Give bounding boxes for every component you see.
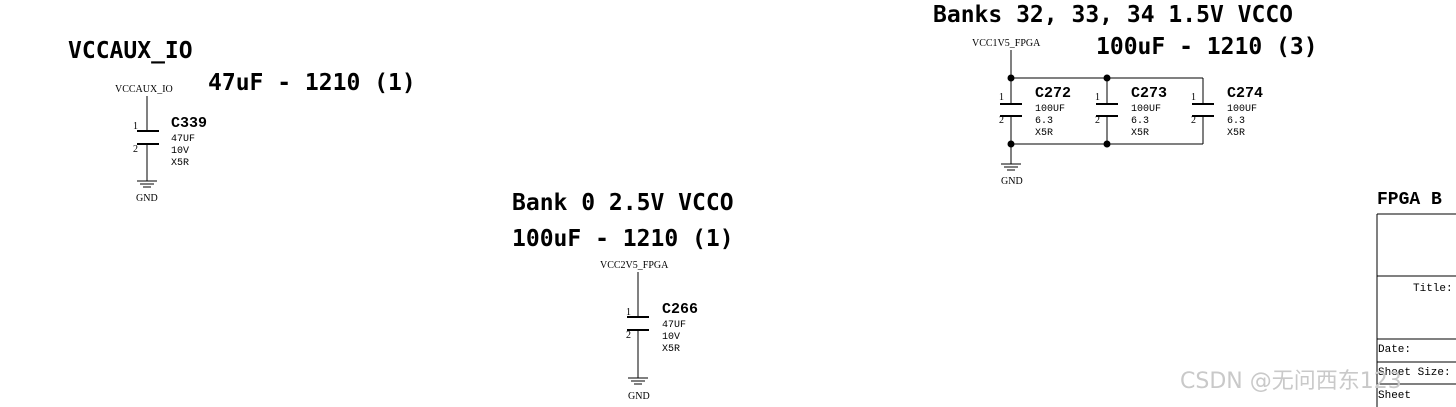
gnd-label: GND [1001, 176, 1023, 187]
pin-1: 1 [133, 121, 138, 132]
title-block: FPGA B Title: Date: Sheet Size: Sheet [1376, 190, 1456, 407]
cap-value: 47UF [662, 320, 686, 331]
vccaux-subheading: 47uF - 1210 (1) [208, 70, 416, 96]
title-block-heading: FPGA B [1377, 190, 1442, 210]
cap-value: 100UF [1227, 104, 1257, 115]
cap-voltage: 6.3 [1131, 116, 1149, 127]
cap-ref: C266 [662, 301, 698, 318]
sheet-label: Sheet [1378, 390, 1411, 402]
pin-2: 2 [133, 144, 138, 155]
banks-subheading: 100uF - 1210 (3) [1096, 34, 1318, 60]
vccaux-heading: VCCAUX_IO [68, 38, 193, 64]
cap-voltage: 6.3 [1227, 116, 1245, 127]
cap-ref: C274 [1227, 85, 1263, 102]
cap-c339[interactable]: VCCAUX_IO 1 2 C339 47UF 10V X5R GND [115, 84, 207, 204]
cap-value: 100UF [1131, 104, 1161, 115]
pin-2: 2 [626, 330, 631, 341]
cap-dielectric: X5R [171, 158, 189, 169]
banks-heading: Banks 32, 33, 34 1.5V VCCO [933, 2, 1293, 28]
gnd-label: GND [136, 193, 158, 204]
pin-1: 1 [999, 92, 1004, 103]
cap-value: 100UF [1035, 104, 1065, 115]
cap-c274[interactable]: 1 2 C274 100UF 6.3 X5R [1191, 78, 1263, 144]
pin-2: 2 [999, 115, 1004, 126]
cap-dielectric: X5R [1131, 128, 1149, 139]
cap-ref: C339 [171, 115, 207, 132]
pin-2: 2 [1095, 115, 1100, 126]
title-label: Title: [1413, 283, 1453, 295]
net-label-vcc2v5: VCC2V5_FPGA [600, 260, 669, 271]
cap-c272[interactable]: 1 2 C272 100UF 6.3 X5R [999, 78, 1071, 144]
sheet-size-label: Sheet Size: [1378, 367, 1451, 379]
gnd-label: GND [628, 391, 650, 402]
watermark: CSDN @无问西东123 [1180, 369, 1402, 394]
net-label-vccaux: VCCAUX_IO [115, 84, 173, 95]
pin-1: 1 [626, 307, 631, 318]
cap-bank-group: VCC1V5_FPGA GND [972, 38, 1203, 187]
cap-ref: C272 [1035, 85, 1071, 102]
cap-dielectric: X5R [1035, 128, 1053, 139]
date-label: Date: [1378, 344, 1411, 356]
bank0-heading: Bank 0 2.5V VCCO [512, 190, 734, 216]
cap-value: 47UF [171, 134, 195, 145]
pin-1: 1 [1095, 92, 1100, 103]
cap-c266[interactable]: VCC2V5_FPGA 1 2 C266 47UF 10V X5R GND [600, 260, 698, 402]
cap-voltage: 10V [171, 146, 189, 157]
cap-c273[interactable]: 1 2 C273 100UF 6.3 X5R [1095, 78, 1167, 144]
pin-1: 1 [1191, 92, 1196, 103]
net-label-vcc1v5: VCC1V5_FPGA [972, 38, 1041, 49]
cap-ref: C273 [1131, 85, 1167, 102]
cap-voltage: 10V [662, 332, 680, 343]
cap-voltage: 6.3 [1035, 116, 1053, 127]
cap-dielectric: X5R [662, 344, 680, 355]
pin-2: 2 [1191, 115, 1196, 126]
cap-dielectric: X5R [1227, 128, 1245, 139]
bank0-subheading: 100uF - 1210 (1) [512, 226, 734, 252]
